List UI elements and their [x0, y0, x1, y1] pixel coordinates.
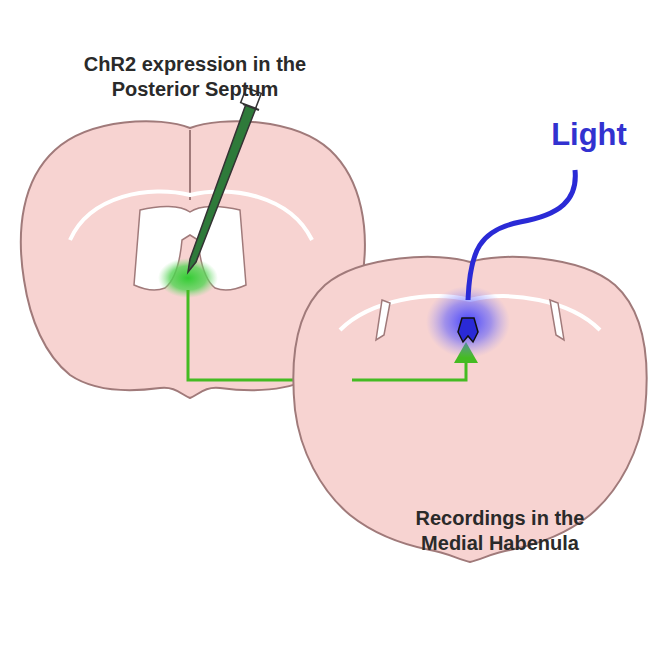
injection-label: ChR2 expression in the Posterior Septum — [73, 52, 318, 102]
recording-electrode — [458, 318, 478, 342]
recording-label: Recordings in the Medial Habenula — [390, 506, 610, 556]
injection-pipette — [188, 88, 261, 272]
optic-fiber — [468, 170, 575, 300]
brain-section-right — [293, 257, 646, 562]
light-label: Light — [529, 116, 649, 155]
